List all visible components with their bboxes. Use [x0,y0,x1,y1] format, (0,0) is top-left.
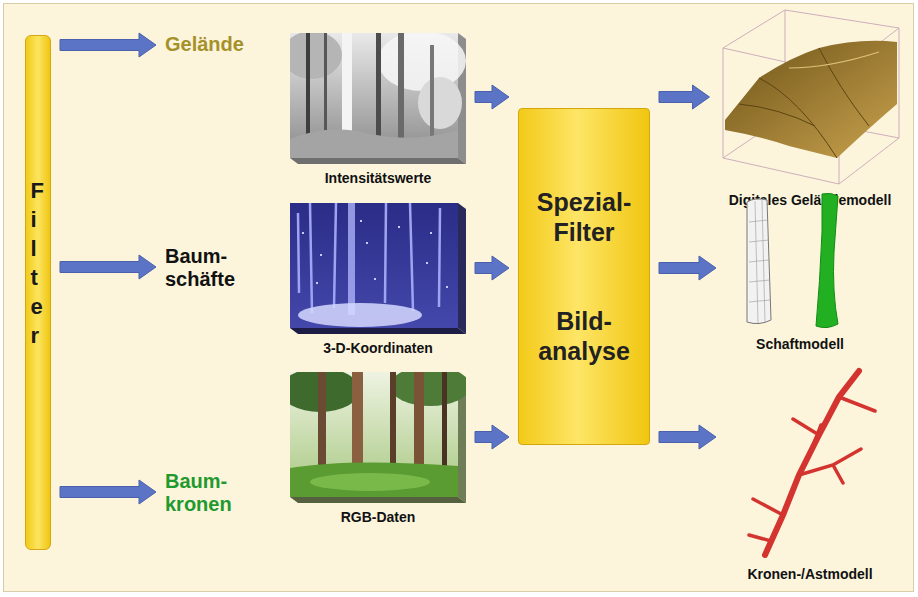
foliage [290,33,342,79]
block-arrow [60,255,156,279]
ground-points [298,303,422,327]
image-caption: RGB-Daten [341,509,416,526]
tree-trunk [390,372,396,470]
branch-model [725,365,895,560]
solid-stem [816,193,838,327]
wire-mesh [749,200,770,323]
frame-side [290,158,466,164]
label-text: Baum- kronen [165,470,232,516]
frame-side [290,497,466,503]
box-text: Bild- analyse [538,306,630,366]
foliage [390,372,466,406]
box-text: Spezial- Filter [537,187,631,247]
point-cloud-image [290,203,466,334]
trunk-points [348,203,355,315]
data-image: Intensitätswerte [290,33,466,187]
category-label: Baum- schäfte [165,245,235,291]
terrain-surface [725,41,897,158]
side-branch [749,397,875,541]
block-arrow [659,425,716,449]
image-ground [290,203,458,328]
tree-trunk [430,45,434,137]
tree-trunk [306,33,310,137]
data-image: 3-D-Koordinaten [290,203,466,357]
image-caption: Schaftmodell [756,336,844,353]
image-caption: Intensitätswerte [325,170,432,187]
block-arrow [475,85,509,109]
block-arrow [60,480,156,504]
frame-side [458,203,466,334]
label-text: Baum- schäfte [165,245,235,291]
bar-text: Filter [30,176,54,350]
wire-stem [747,199,771,324]
tree-trunk [414,372,424,474]
forest-ground [310,473,430,491]
filter-bar: Filter [25,35,51,550]
label-text: Gelände [165,33,244,56]
frame-side [290,328,466,334]
tree-trunk [342,33,352,145]
bounding-box [723,10,899,184]
model-image: Schaftmodell [725,192,875,353]
forest-ground [290,462,458,497]
block-arrow [475,256,509,280]
block-arrow [659,256,716,280]
data-image: RGB-Daten [290,372,466,526]
foliage [418,77,462,129]
stem-model [725,192,875,330]
tree-trunk [324,33,327,133]
category-label: Gelände [165,33,244,56]
block-arrow [475,425,509,449]
tree-trunk [398,33,404,141]
forest-ground [290,130,458,158]
rgb-photo [290,372,466,503]
image-caption: 3-D-Koordinaten [323,340,433,357]
terrain-ridge [739,48,869,158]
block-arrow [659,85,710,109]
scan-points [302,221,448,287]
tree-trunk [376,33,381,137]
model-image: Digitales Geländemodell [712,8,908,209]
model-image: Kronen-/Astmodell [725,365,895,583]
terrain-model [719,8,902,186]
intensity-image [290,33,466,164]
block-arrow [60,33,156,57]
image-caption: Kronen-/Astmodell [747,566,872,583]
process-box: Spezial- FilterBild- analyse [518,108,650,445]
tree-trunk [352,372,363,476]
trunk-points [298,203,440,313]
tree-trunk [318,372,326,472]
terrain-highlight [789,52,879,68]
category-label: Baum- kronen [165,470,232,516]
tree-trunk [442,372,447,468]
